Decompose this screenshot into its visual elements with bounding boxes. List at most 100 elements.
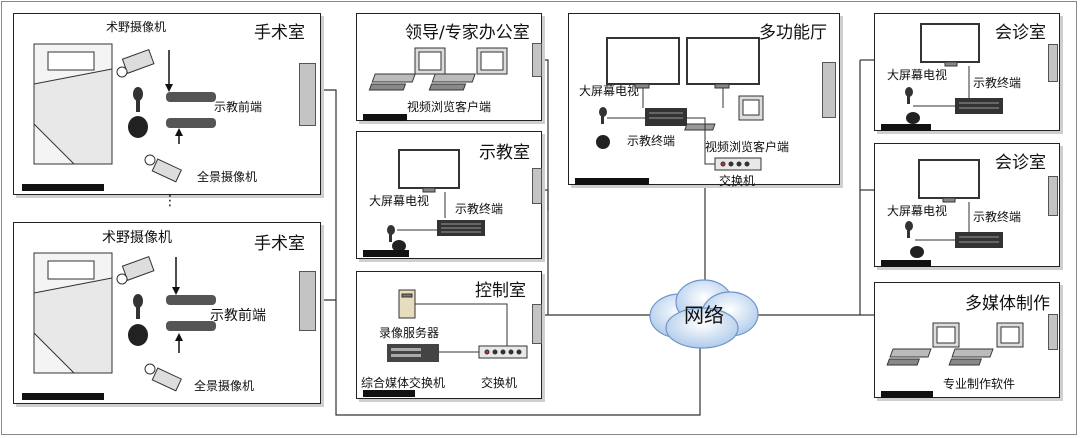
microphone-icon: [133, 294, 143, 319]
consult1-equipment: [905, 23, 1003, 124]
field-camera-label: 术野摄像机: [106, 20, 167, 34]
speaker-icon: [906, 112, 920, 124]
tv-icon: [606, 37, 680, 89]
tv-icon: [920, 23, 980, 67]
switch-label: 交换机: [719, 174, 756, 188]
speaker-icon: [128, 116, 148, 138]
floor-bar: [881, 391, 933, 398]
tv-icon: [918, 159, 980, 203]
server-label: 录像服务器: [379, 326, 440, 340]
tv-label: 大屏幕电视: [579, 84, 640, 98]
door-consult1: [1048, 44, 1058, 82]
control-equipment: [387, 289, 528, 362]
multimedia-room: 多媒体制作 专业制作软件: [874, 282, 1060, 398]
terminal-icon: [437, 220, 485, 236]
door-consult2: [1048, 176, 1058, 216]
panorama-camera-label: 全景摄像机: [194, 379, 255, 393]
room-title: 领导/专家办公室: [405, 23, 530, 43]
link-or1: [318, 89, 701, 416]
door-teaching: [532, 168, 542, 204]
camera-icon: [116, 48, 155, 78]
multifunction-hall: 多功能厅 大屏幕电视 示教终端 视频浏览客户端 交换机: [568, 13, 840, 188]
tv-icon: [398, 149, 460, 193]
or2-equipment: [33, 252, 216, 392]
software-label: 专业制作软件: [943, 377, 1016, 391]
tv-icon: [686, 37, 760, 89]
terminal-label: 示教终端: [973, 210, 1022, 224]
teaching-room: 示教室 大屏幕电视 示教终端: [356, 131, 542, 259]
tv-label: 大屏幕电视: [887, 204, 948, 218]
door-control: [532, 304, 542, 344]
microphone-icon: [905, 221, 913, 238]
operating-room-2: 手术室 术野摄像机 示教前端 全景摄像机: [13, 222, 321, 404]
floor-bar: [22, 393, 104, 400]
consult2-equipment: [905, 159, 1003, 258]
door-hall: [822, 62, 836, 118]
operating-room-1: 手术室 术野摄像机 示教前端 全景摄像机: [13, 13, 321, 195]
microphone-icon: [599, 107, 607, 124]
or1-equipment: [33, 43, 216, 183]
front-end-label: 示教前端: [210, 308, 266, 324]
network-switch-icon: [714, 157, 762, 171]
door-multimedia: [1048, 314, 1058, 350]
camera-icon: [144, 363, 182, 392]
floor-bar: [363, 390, 415, 397]
consult-room-2: 会诊室 大屏幕电视 示教终端: [874, 143, 1060, 267]
terminal-label: 示教终端: [455, 202, 504, 216]
camera-icon: [116, 255, 155, 285]
speaker-icon: [596, 135, 610, 149]
room-title: 手术室: [254, 234, 305, 254]
leader-equipment: [368, 47, 508, 91]
room-title: 多功能厅: [759, 23, 827, 43]
link-leader: [541, 59, 549, 210]
door-or2: [299, 271, 316, 331]
terminal-icon: [955, 98, 1003, 114]
room-title: 多媒体制作: [965, 294, 1050, 314]
client-label: 视频浏览客户端: [407, 100, 492, 114]
floor-bar: [881, 124, 931, 131]
media-switch-label: 综合媒体交换机: [361, 376, 446, 390]
tv-label: 大屏幕电视: [887, 68, 948, 82]
terminal-icon: [645, 108, 687, 126]
front-end-device-icon: [166, 295, 216, 331]
switch-label: 交换机: [481, 376, 518, 390]
room-title: 示教室: [479, 143, 530, 163]
bed-icon: [33, 43, 113, 165]
computer-icon: [886, 322, 960, 366]
network-label: 网络: [684, 303, 724, 327]
speaker-icon: [392, 240, 406, 252]
computer-icon: [684, 95, 764, 131]
speaker-icon: [128, 324, 148, 346]
computer-icon: [948, 322, 1024, 366]
floor-bar: [363, 114, 407, 121]
door-or1: [299, 63, 316, 126]
client-label: 视频浏览客户端: [705, 140, 790, 154]
terminal-icon: [955, 232, 1003, 248]
media-switch-icon: [387, 344, 439, 362]
network-switch-icon: [478, 345, 528, 359]
server-icon: [398, 289, 416, 319]
door-leader: [532, 43, 542, 77]
cloud-icon: [649, 279, 759, 349]
floor-bar: [363, 250, 409, 257]
computer-icon: [428, 47, 508, 91]
microphone-icon: [133, 87, 143, 112]
leader-office: 领导/专家办公室 视频浏览客户端: [356, 13, 542, 121]
terminal-label: 示教终端: [973, 76, 1022, 90]
front-end-device-icon: [166, 92, 216, 128]
bed-icon: [33, 252, 113, 374]
computer-icon: [368, 47, 446, 91]
speaker-icon: [910, 246, 924, 258]
tv-label: 大屏幕电视: [369, 194, 430, 208]
room-title: 会诊室: [995, 23, 1046, 43]
ellipsis: ⋮: [163, 193, 177, 209]
room-title: 会诊室: [995, 153, 1046, 173]
control-room: 控制室 录像服务器 综合媒体交换机 交换机: [356, 271, 542, 399]
room-title: 控制室: [475, 281, 526, 301]
field-camera-label: 术野摄像机: [102, 230, 172, 246]
camera-icon: [144, 154, 182, 183]
hall-equipment: [596, 37, 764, 171]
